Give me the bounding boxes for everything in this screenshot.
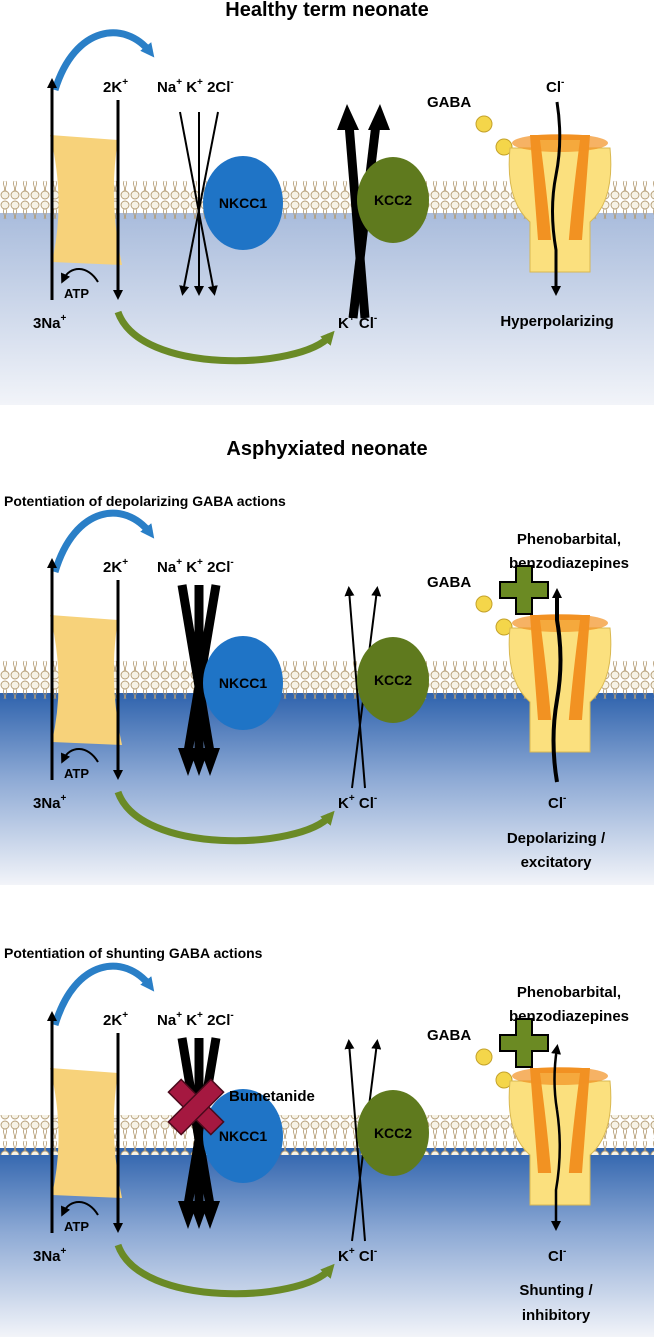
nkcc1-ions-label: Na+ K+ 2Cl- xyxy=(157,1010,234,1029)
drug-label: benzodiazepines xyxy=(509,1008,629,1025)
effect-label: excitatory xyxy=(521,854,593,871)
effect-label: Hyperpolarizing xyxy=(500,313,613,330)
k2-label: 2K+ xyxy=(103,77,128,96)
atp-arrow xyxy=(61,268,99,284)
panel-asphyxia-shunting: ATP 2K+ 3Na+ Na+ K+ 2Cl- NKCC1 Bumetanid… xyxy=(0,962,654,1337)
atp-label: ATP xyxy=(64,766,89,781)
gaba-label: GABA xyxy=(427,574,471,591)
bumetanide-block-icon xyxy=(167,1078,225,1136)
atp-arrow xyxy=(61,748,99,764)
na3-label: 3Na+ xyxy=(33,1246,67,1265)
na-k-pump xyxy=(50,615,122,745)
panel-healthy: ATP 2K+ 3Na+ Na+ K+ 2Cl- NKCC1 KCC2 K+ C… xyxy=(0,29,654,405)
na3-label: 3Na+ xyxy=(33,313,67,332)
nkcc1-arrows xyxy=(179,111,219,296)
gaba-label: GABA xyxy=(427,94,471,111)
gaba-label: GABA xyxy=(427,1027,471,1044)
na-k-pump xyxy=(50,135,122,265)
nkcc1-ions-label: Na+ K+ 2Cl- xyxy=(157,77,234,96)
positive-modulator-cross xyxy=(499,1018,549,1068)
nkcc1-transporter xyxy=(203,156,283,250)
chloride-label: Cl- xyxy=(548,793,566,812)
potassium-uptake-arrow xyxy=(51,509,155,574)
nkcc1-transporter xyxy=(203,636,283,730)
effect-label: Depolarizing / xyxy=(507,830,606,847)
kcc2-label: KCC2 xyxy=(374,672,412,688)
kcc2-ions-label: K+ Cl- xyxy=(338,1246,377,1265)
potassium-flow-arrow xyxy=(114,310,335,365)
gaba-molecule xyxy=(495,618,513,636)
potassium-flow-arrow xyxy=(114,1243,335,1298)
k2-label: 2K+ xyxy=(103,557,128,576)
kcc2-ions-label: K+ Cl- xyxy=(338,793,377,812)
chloride-label: Cl- xyxy=(546,77,564,96)
drug-label: Phenobarbital, xyxy=(517,984,621,1001)
bumetanide-label: Bumetanide xyxy=(229,1088,315,1105)
kcc2-ions-label: K+ Cl- xyxy=(338,313,377,332)
kcc2-transporter xyxy=(357,1090,429,1176)
nkcc1-label: NKCC1 xyxy=(219,675,267,691)
chloride-flux-arrow xyxy=(551,1044,562,1111)
chloride-flux-arrow xyxy=(551,1109,562,1231)
nkcc1-transporter xyxy=(203,1089,283,1183)
nkcc1-label: NKCC1 xyxy=(219,195,267,211)
panel-asphyxia-depolarizing: ATP 2K+ 3Na+ Na+ K+ 2Cl- NKCC1 KCC2 K+ C… xyxy=(0,509,654,885)
chloride-label: Cl- xyxy=(548,1246,566,1265)
nkcc1-ions-label: Na+ K+ 2Cl- xyxy=(157,557,234,576)
kcc2-transporter xyxy=(357,157,429,243)
gaba-molecule xyxy=(475,595,493,613)
na-k-pump xyxy=(50,1068,122,1198)
kcc2-label: KCC2 xyxy=(374,192,412,208)
gaba-molecule xyxy=(475,1048,493,1066)
potassium-uptake-arrow xyxy=(51,29,155,92)
positive-modulator-cross xyxy=(499,565,549,615)
panel1-title: Healthy term neonate xyxy=(225,0,428,21)
chloride-influx-arrow xyxy=(551,101,562,296)
potassium-uptake-arrow xyxy=(51,962,155,1027)
atp-label: ATP xyxy=(64,1219,89,1234)
gaba-molecule xyxy=(495,1071,513,1089)
drug-label: Phenobarbital, xyxy=(517,531,621,548)
gaba-molecule xyxy=(495,138,513,156)
atp-label: ATP xyxy=(64,286,89,301)
k2-label: 2K+ xyxy=(103,1010,128,1029)
kcc2-label: KCC2 xyxy=(374,1125,412,1141)
kcc2-transporter xyxy=(357,637,429,723)
chloride-efflux-arrow xyxy=(551,588,563,783)
effect-label: Shunting / xyxy=(519,1282,593,1299)
gaba-molecule xyxy=(475,115,493,133)
nkcc1-label: NKCC1 xyxy=(219,1128,267,1144)
potassium-flow-arrow xyxy=(114,790,335,845)
panel2-title: Asphyxiated neonate xyxy=(226,438,427,460)
na3-label: 3Na+ xyxy=(33,793,67,812)
atp-arrow xyxy=(61,1201,99,1217)
drug-label: benzodiazepines xyxy=(509,555,629,572)
panel3-subtitle: Potentiation of shunting GABA actions xyxy=(4,945,263,961)
effect-label: inhibitory xyxy=(522,1307,591,1324)
nkcc1-arrows xyxy=(177,584,221,753)
panel2-subtitle: Potentiation of depolarizing GABA action… xyxy=(4,493,286,509)
